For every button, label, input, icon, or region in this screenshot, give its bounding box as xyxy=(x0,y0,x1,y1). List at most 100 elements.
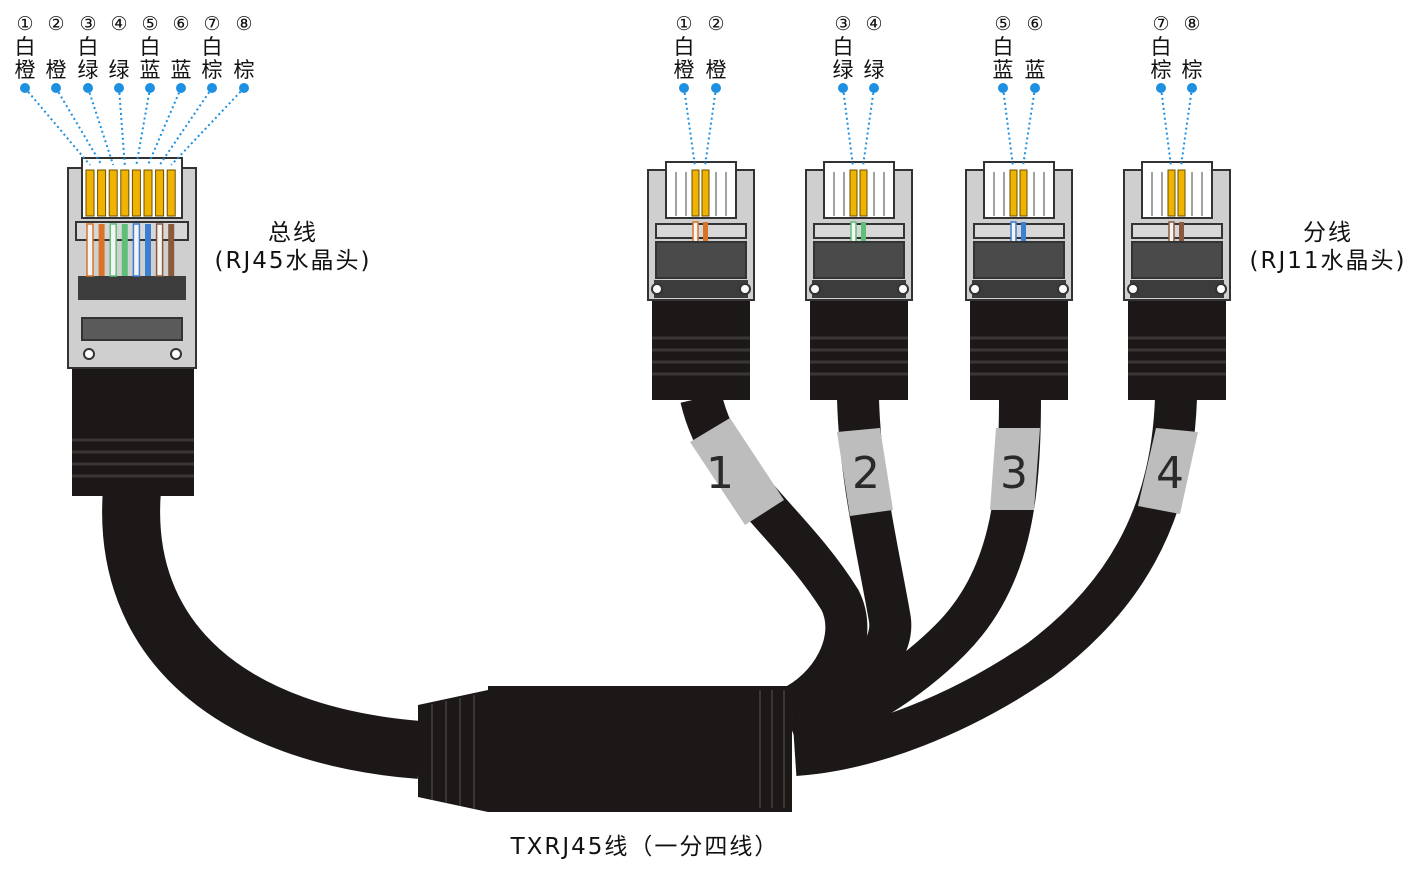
rj45-contact-6 xyxy=(143,169,153,217)
trunk-leader-3 xyxy=(87,87,115,166)
branch-pin-color-3-2-1: 蓝 xyxy=(1025,58,1046,82)
trunk-pin-color-1-1: 白 xyxy=(15,35,36,59)
rj11-wire-white xyxy=(1010,221,1017,243)
rj11-rivet-right xyxy=(1215,283,1227,295)
rj45-wire-8 xyxy=(168,224,175,276)
branch-pin-color-1-2-1: 橙 xyxy=(706,58,727,82)
rj11-rivet-right xyxy=(1057,283,1069,295)
rj11-top-window xyxy=(983,161,1055,219)
branch-pin-color-3-1-1: 白 xyxy=(993,35,1014,59)
rj45-rivet-right xyxy=(170,348,182,360)
rj11-plug-1 xyxy=(647,161,755,400)
branch-pin-color-4-2-1: 棕 xyxy=(1182,58,1203,82)
band-number-4: 4 xyxy=(1156,448,1184,499)
trunk-pin-color-3-1: 白 xyxy=(78,35,99,59)
branch-pin-number-2-1: ③ xyxy=(834,13,851,35)
rj11-contact-a xyxy=(1167,169,1176,217)
branch-pin-number-2-2: ④ xyxy=(865,13,882,35)
rj45-rivet-left xyxy=(83,348,95,360)
rj11-plug-4 xyxy=(1123,161,1231,400)
rj11-clamp xyxy=(655,223,747,239)
rj11-latch-block xyxy=(655,241,747,279)
branch-title: 分线 xyxy=(1303,220,1353,246)
rj45-wires xyxy=(86,223,175,277)
band-2 xyxy=(837,428,893,516)
trunk-pin-number-5: ⑤ xyxy=(141,13,158,35)
branch-pin-number-3-2: ⑥ xyxy=(1026,13,1043,35)
rj11-clamp xyxy=(973,223,1065,239)
rj11-wire-solid xyxy=(1021,222,1026,242)
branch-pin-color-2-1-2: 绿 xyxy=(833,58,854,82)
rj45-contacts xyxy=(85,169,176,217)
branch-pin-dot-4-1 xyxy=(1156,83,1166,93)
rj45-lower-block xyxy=(78,276,186,300)
rj11-rivet-left xyxy=(1127,283,1139,295)
rj11-rivet-right xyxy=(897,283,909,295)
trunk-pin-dot-1 xyxy=(20,83,30,93)
rj45-contact-2 xyxy=(97,169,107,217)
trunk-pin-dot-6 xyxy=(176,83,186,93)
trunk-leader-4 xyxy=(118,87,126,166)
rj45-contact-3 xyxy=(108,169,118,217)
rj45-plug xyxy=(67,157,197,496)
branch-leader-1-1 xyxy=(683,87,696,167)
rj45-wire-5 xyxy=(132,223,141,277)
branch-pin-number-4-1: ⑦ xyxy=(1152,13,1169,35)
trunk-pin-number-7: ⑦ xyxy=(203,13,220,35)
trunk-leader-8 xyxy=(170,87,245,166)
splitter-ribbed-collar xyxy=(418,690,488,812)
trunk-pin-dot-4 xyxy=(114,83,124,93)
branch-leader-3-1 xyxy=(1002,87,1014,167)
trunk-title: 总线 xyxy=(268,220,318,246)
rj11-plug-2 xyxy=(805,161,913,400)
rj45-wire-2 xyxy=(98,224,105,276)
branch-pin-color-1-1-1: 白 xyxy=(674,35,695,59)
rj45-wire-1 xyxy=(86,223,94,277)
rj11-top-window xyxy=(665,161,737,219)
band-number-3: 3 xyxy=(1000,448,1028,499)
trunk-pin-number-4: ④ xyxy=(110,13,127,35)
trunk-pin-number-1: ① xyxy=(16,13,33,35)
trunk-pin-color-8-1: 棕 xyxy=(234,58,255,82)
rj11-wire-white xyxy=(692,221,699,243)
branch-pin-color-1-1-2: 橙 xyxy=(674,58,695,82)
branch-pin-color-3-1-2: 蓝 xyxy=(993,58,1014,82)
trunk-pin-color-2-1: 橙 xyxy=(46,58,67,82)
rj11-wire-solid xyxy=(861,222,866,242)
branch-pin-color-4-1-1: 白 xyxy=(1151,35,1172,59)
rj45-wire-4 xyxy=(121,224,128,276)
rj11-plugs xyxy=(647,161,1231,400)
branch-pin-dot-2-1 xyxy=(838,83,848,93)
rj45-latch-window xyxy=(81,317,183,341)
rj11-contact-a xyxy=(691,169,700,217)
rj11-latch-block xyxy=(813,241,905,279)
branch-pin-dot-4-2 xyxy=(1187,83,1197,93)
trunk-pin-color-1-2: 橙 xyxy=(15,58,36,82)
rj11-lower-block xyxy=(812,280,906,298)
branch-leader-2-1 xyxy=(842,87,854,167)
branch-leader-2-2 xyxy=(862,87,875,167)
trunk-pin-number-2: ② xyxy=(47,13,64,35)
rj45-wire-6 xyxy=(145,224,151,276)
rj45-contact-7 xyxy=(155,169,165,217)
rj11-lower-block xyxy=(1130,280,1224,298)
trunk-pin-color-7-1: 白 xyxy=(202,35,223,59)
rj11-clamp xyxy=(813,223,905,239)
rj11-wire-solid xyxy=(1179,222,1184,242)
branch-leader-1-2 xyxy=(704,87,717,167)
band-4 xyxy=(1138,428,1198,514)
rj11-contact-b xyxy=(859,169,868,217)
branch-leader-lines xyxy=(679,83,1197,167)
branch-pin-number-3-1: ⑤ xyxy=(994,13,1011,35)
trunk-pin-color-5-2: 蓝 xyxy=(140,58,161,82)
rj11-rivet-right xyxy=(739,283,751,295)
rj45-contact-5 xyxy=(131,169,141,217)
trunk-subtitle: (RJ45水晶头) xyxy=(215,248,372,274)
trunk-pin-color-6-1: 蓝 xyxy=(171,58,192,82)
band-1 xyxy=(690,418,784,525)
trunk-pin-dot-8 xyxy=(239,83,249,93)
trunk-leader-2 xyxy=(55,87,103,166)
branch-pin-number-1-1: ① xyxy=(675,13,692,35)
trunk-leader-lines xyxy=(20,83,249,166)
trunk-pin-dot-3 xyxy=(83,83,93,93)
